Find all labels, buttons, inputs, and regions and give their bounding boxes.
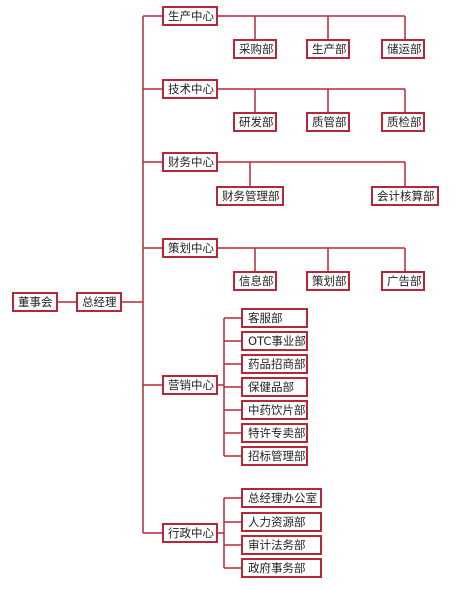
dept-audit-legal: 审计法务部 — [241, 535, 322, 555]
center-production: 生产中心 — [162, 6, 218, 26]
dept-advertising: 广告部 — [381, 271, 425, 291]
dept-franchise: 特许专卖部 — [241, 423, 308, 443]
dept-planning: 策划部 — [306, 271, 350, 291]
dept-human-resources: 人力资源部 — [241, 512, 322, 532]
center-planning: 策划中心 — [162, 238, 218, 258]
center-technology: 技术中心 — [162, 79, 218, 99]
dept-government-affairs: 政府事务部 — [241, 558, 322, 578]
center-finance: 财务中心 — [162, 152, 218, 172]
dept-financial-management: 财务管理部 — [216, 186, 284, 206]
dept-accounting: 会计核算部 — [371, 186, 439, 206]
board-box: 董事会 — [12, 292, 58, 312]
dept-herbal-pieces: 中药饮片部 — [241, 400, 308, 420]
dept-purchasing: 采购部 — [233, 39, 277, 59]
dept-gm-office: 总经理办公室 — [241, 488, 322, 508]
dept-quality-management: 质管部 — [306, 112, 350, 132]
dept-production: 生产部 — [306, 39, 350, 59]
dept-rnd: 研发部 — [233, 112, 277, 132]
dept-information: 信息部 — [233, 271, 277, 291]
center-marketing: 营销中心 — [162, 375, 218, 395]
center-administration: 行政中心 — [162, 523, 218, 543]
general-manager-box: 总经理 — [76, 292, 122, 312]
dept-tender-management: 招标管理部 — [241, 446, 308, 466]
dept-health-products: 保健品部 — [241, 377, 308, 397]
dept-customer-service: 客服部 — [241, 308, 308, 328]
dept-otc: OTC事业部 — [241, 331, 308, 351]
dept-quality-inspection: 质检部 — [381, 112, 425, 132]
dept-drug-investment: 药品招商部 — [241, 354, 308, 374]
dept-storage-transport: 储运部 — [381, 39, 425, 59]
